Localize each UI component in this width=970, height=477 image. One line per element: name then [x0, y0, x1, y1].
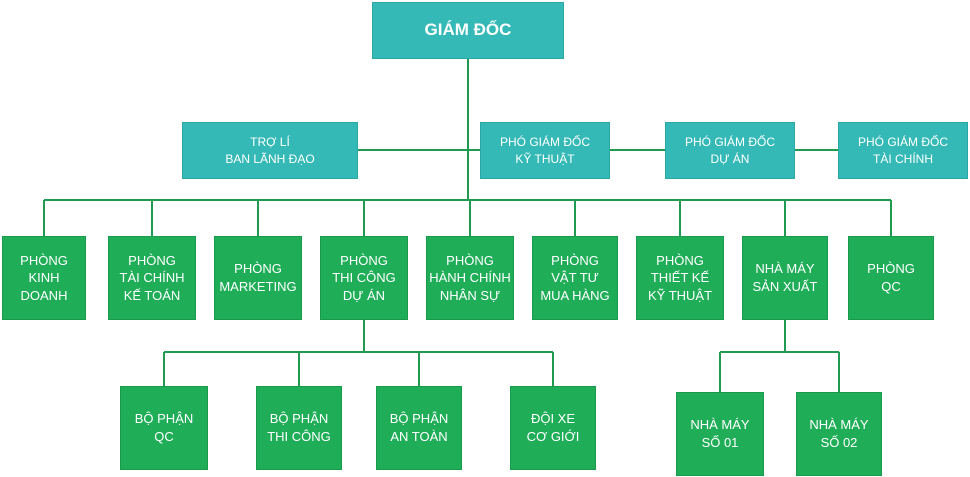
- unit-construction-box: BỘ PHẬN THI CÔNG: [256, 386, 342, 470]
- dept-sales-box: PHÒNG KINH DOANH: [2, 236, 86, 320]
- dept-finance-box: PHÒNG TÀI CHÍNH KẾ TOÁN: [108, 236, 196, 320]
- dept-construction-box: PHÒNG THI CÔNG DỰ ÁN: [320, 236, 408, 320]
- dept-purchasing-box: PHÒNG VẬT TƯ MUA HÀNG: [532, 236, 618, 320]
- dept-factory-box: NHÀ MÁY SẢN XUẤT: [742, 236, 828, 320]
- unit-safety-box: BỘ PHẬN AN TOÀN: [376, 386, 462, 470]
- dept-admin-hr-box: PHÒNG HÀNH CHÍNH NHÂN SỰ: [426, 236, 514, 320]
- unit-qc-box: BỘ PHẬN QC: [120, 386, 208, 470]
- factory-02-box: NHÀ MÁY SỐ 02: [796, 392, 882, 476]
- assistant-box: TRỢ LÍ BAN LÃNH ĐẠO: [182, 122, 358, 179]
- factory-01-box: NHÀ MÁY SỐ 01: [676, 392, 764, 476]
- dept-design-box: PHÒNG THIẾT KẾ KỸ THUẬT: [636, 236, 724, 320]
- deputy-finance-box: PHÓ GIÁM ĐỐC TÀI CHÍNH: [838, 122, 968, 179]
- deputy-project-box: PHÓ GIÁM ĐỐC DỰ ÁN: [665, 122, 795, 179]
- deputy-technical-box: PHÓ GIÁM ĐỐC KỸ THUẬT: [480, 122, 610, 179]
- dept-qc-box: PHÒNG QC: [848, 236, 934, 320]
- director-box: GIÁM ĐỐC: [372, 2, 564, 59]
- unit-vehicles-box: ĐỘI XE CƠ GIỚI: [510, 386, 596, 470]
- dept-marketing-box: PHÒNG MARKETING: [214, 236, 302, 320]
